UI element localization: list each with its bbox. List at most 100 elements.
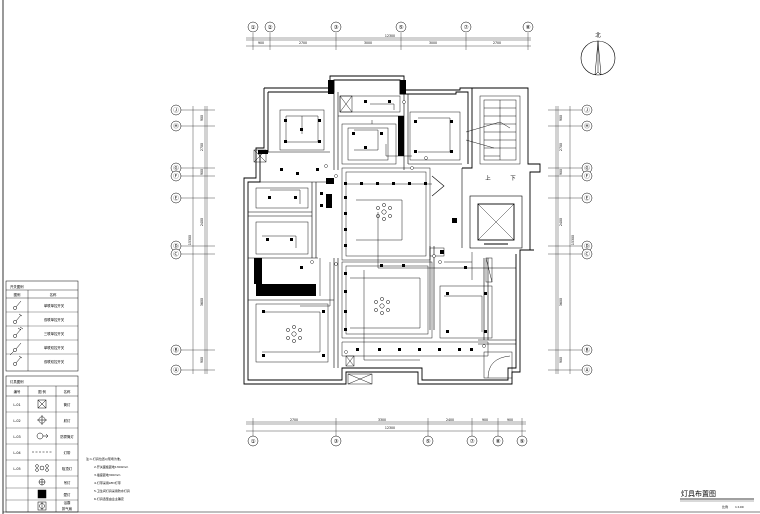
lamp-legend-header: 编号 [14, 389, 21, 394]
grid-label: Ⓐ [173, 366, 179, 374]
left-dimension-text: 900 2700 900 2400 3600 900 15300 [188, 115, 204, 363]
grid-label: Ⓔ [173, 194, 179, 202]
svg-text:900: 900 [507, 418, 513, 422]
switches [310, 100, 486, 354]
svg-text:2700: 2700 [299, 41, 307, 45]
note-line: 4.灯带采用LED灯带 [94, 480, 121, 485]
window-panels [253, 95, 513, 385]
lamp-legend-title: 灯具图例 [10, 379, 24, 384]
right-dimension-text: 900 2700 900 2400 3600 900 15300 [559, 115, 575, 363]
svg-text:900: 900 [559, 357, 563, 363]
grid-label: ① [251, 439, 256, 445]
chandelier-living [376, 203, 392, 221]
switch-legend: 开关图例 图例 名称 单联单控开关 双联单控开关 三联单控开关 单联双控开关 双… [5, 280, 79, 372]
bottom-grid-bubbles: ① ③ ⑤ ⑦ ⑧ ⑨ [247, 435, 528, 447]
svg-text:900: 900 [258, 41, 264, 45]
wiring [262, 103, 483, 353]
switch-legend-header: 图例 [14, 292, 21, 297]
svg-text:2700: 2700 [559, 143, 563, 151]
svg-text:15300: 15300 [571, 235, 575, 245]
svg-text:900: 900 [559, 115, 563, 121]
grid-label: ⑧ [496, 439, 501, 445]
switch-legend-name: 双联单控开关 [44, 317, 65, 322]
right-grid-bubbles: Ⓙ Ⓗ Ⓖ Ⓕ Ⓔ Ⓓ Ⓒ Ⓑ Ⓐ [581, 104, 593, 376]
svg-text:2700: 2700 [493, 41, 501, 45]
lamp-code: L-02 [13, 419, 20, 423]
title-block: 灯具布置图 比例 1:100 [680, 489, 754, 509]
lamp-code: L-03 [13, 435, 20, 439]
svg-text:900: 900 [200, 357, 204, 363]
switch-symbol-icon [9, 300, 24, 366]
lamp-name: 灯带 [64, 450, 71, 455]
chandelier-bedroom [286, 325, 302, 343]
svg-text:15300: 15300 [188, 235, 192, 245]
grid-label: ③ [334, 439, 339, 445]
grid-label: ③ [334, 25, 339, 31]
svg-text:3000: 3000 [364, 41, 372, 45]
grid-label: Ⓓ [584, 242, 590, 250]
top-dimension-text: 900 2700 3000 3000 2700 12300 [258, 34, 501, 45]
grid-label: ⑤ [399, 25, 404, 31]
top-grid-bubbles: ① ② ③ ⑤ ⑦ ⑧ [247, 21, 534, 33]
drawing-title: 灯具布置图 [681, 489, 716, 498]
svg-text:2400: 2400 [446, 418, 454, 422]
grid-label: Ⓒ [584, 250, 590, 258]
svg-text:12300: 12300 [385, 426, 395, 430]
switch-legend-name: 双联双控开关 [44, 359, 65, 364]
svg-text:900: 900 [200, 115, 204, 121]
svg-text:3000: 3000 [429, 41, 437, 45]
svg-text:900: 900 [482, 418, 488, 422]
lamp-name: 吸顶灯 [62, 466, 73, 471]
lamp-name: 壁灯 [64, 492, 71, 497]
floor-plan: 上 下 [243, 75, 541, 385]
svg-text:3600: 3600 [200, 298, 204, 306]
svg-text:900: 900 [559, 169, 563, 175]
grid-label: ⑦ [464, 24, 469, 31]
grid-label: ⑧ [526, 25, 531, 31]
note-line: 注:1.灯具位置以现场为准。 [86, 456, 123, 461]
bottom-dimension-text: 2700 3300 2400 900 900 12300 [290, 418, 513, 430]
right-axis-grid [548, 106, 583, 374]
lamp-legend: 灯具图例 编号 图 例 名称 L-01 L-02 L-03 L-04 L-05 … [5, 375, 79, 513]
grid-label: ① [251, 25, 256, 31]
grid-label: Ⓙ [584, 106, 590, 114]
note-line: 6.灯具选型由业主确定 [94, 496, 124, 501]
bottom-axis-grid [246, 418, 526, 436]
lamp-name: 吊灯 [64, 480, 71, 485]
stair [465, 95, 521, 165]
lamp-code: L-05 [13, 467, 20, 471]
grid-label: Ⓗ [584, 122, 590, 130]
grid-label: Ⓑ [584, 346, 590, 354]
grid-label: ⑨ [520, 438, 525, 445]
svg-text:2400: 2400 [559, 218, 563, 226]
downlights [262, 100, 487, 357]
grid-label: Ⓐ [584, 366, 590, 374]
grid-label: Ⓔ [584, 194, 590, 202]
grid-label: Ⓙ [173, 106, 179, 114]
grid-label: Ⓑ [173, 346, 179, 354]
lamp-code: L-04 [13, 451, 20, 455]
grid-label: Ⓒ [173, 250, 179, 258]
switch-legend-name: 单联双控开关 [44, 345, 65, 350]
north-label: 北 [595, 31, 601, 39]
svg-text:3300: 3300 [378, 418, 386, 422]
lamp-name: 筒灯 [64, 402, 71, 407]
svg-text:3600: 3600 [559, 298, 563, 306]
grid-label: Ⓗ [173, 122, 179, 130]
lamp-name: 浴霸 [64, 500, 71, 505]
lamp-legend-header: 名称 [64, 389, 71, 394]
lamp-code: L-01 [13, 403, 20, 407]
chandelier-dining [374, 297, 390, 315]
grid-label: Ⓕ [173, 172, 179, 180]
svg-text:900: 900 [200, 169, 204, 175]
design-notes: 注:1.灯具位置以现场为准。 2.开关面板距地1300mm 3.插座距地300m… [86, 456, 130, 501]
elevator [469, 195, 523, 249]
svg-text:12300: 12300 [385, 34, 395, 38]
left-axis-grid [180, 106, 215, 374]
switch-legend-title: 开关图例 [10, 284, 24, 289]
grid-label: Ⓓ [173, 242, 179, 250]
svg-text:2700: 2700 [290, 418, 298, 422]
top-axis-grid [246, 33, 531, 50]
switch-legend-name: 三联单控开关 [44, 331, 65, 336]
